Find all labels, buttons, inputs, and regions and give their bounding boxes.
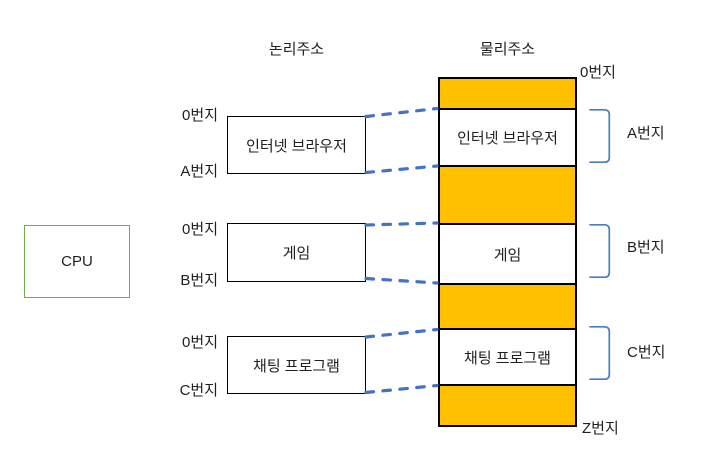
cpu-box: CPU (24, 225, 130, 298)
logical-box-game: 게임 (227, 223, 366, 282)
free-memory-segment (440, 79, 575, 108)
range-bracket-a (589, 108, 611, 164)
physical-bottom-address: Z번지 (582, 420, 619, 437)
physical-segment-chat-program: 채팅 프로그램 (440, 328, 575, 384)
physical-range-label-a: A번지 (627, 125, 665, 142)
mapping-connector (364, 327, 439, 339)
physical-range-label-c: C번지 (627, 344, 666, 361)
physical-range-label-b: B번지 (627, 239, 665, 256)
logical-end-address-1: A번지 (180, 163, 218, 180)
free-memory-segment (440, 384, 575, 425)
physical-memory-column: 인터넷 브라우저 게임 채팅 프로그램 (438, 77, 577, 427)
logical-box-label: 채팅 프로그램 (253, 357, 340, 375)
free-memory-segment (440, 283, 575, 328)
logical-end-address-3: C번지 (179, 382, 218, 399)
cpu-label: CPU (61, 253, 93, 270)
physical-address-header: 물리주소 (479, 41, 536, 58)
logical-end-address-2: B번지 (180, 272, 218, 289)
range-bracket-c (589, 325, 611, 381)
mapping-connector (364, 383, 439, 395)
logical-start-address-1: 0번지 (182, 107, 218, 124)
mapping-connector (364, 164, 439, 175)
free-memory-segment (440, 165, 575, 223)
mapping-connector (364, 221, 439, 227)
logical-box-internet-browser: 인터넷 브라우저 (227, 116, 366, 174)
physical-segment-game: 게임 (440, 223, 575, 283)
physical-segment-internet-browser: 인터넷 브라우저 (440, 108, 575, 165)
logical-start-address-2: 0번지 (182, 221, 218, 238)
mapping-connector (364, 106, 439, 119)
physical-segment-label: 인터넷 브라우저 (457, 130, 558, 147)
logical-box-label: 인터넷 브라우저 (246, 137, 347, 155)
logical-box-label: 게임 (282, 245, 311, 262)
mapping-connector (364, 276, 439, 285)
logical-start-address-3: 0번지 (182, 334, 218, 351)
physical-top-address: 0번지 (580, 64, 616, 81)
range-bracket-b (589, 223, 611, 279)
logical-address-header: 논리주소 (268, 41, 325, 58)
physical-segment-label: 게임 (493, 246, 522, 264)
physical-segment-label: 채팅 프로그램 (464, 349, 551, 367)
logical-box-chat-program: 채팅 프로그램 (227, 336, 366, 394)
